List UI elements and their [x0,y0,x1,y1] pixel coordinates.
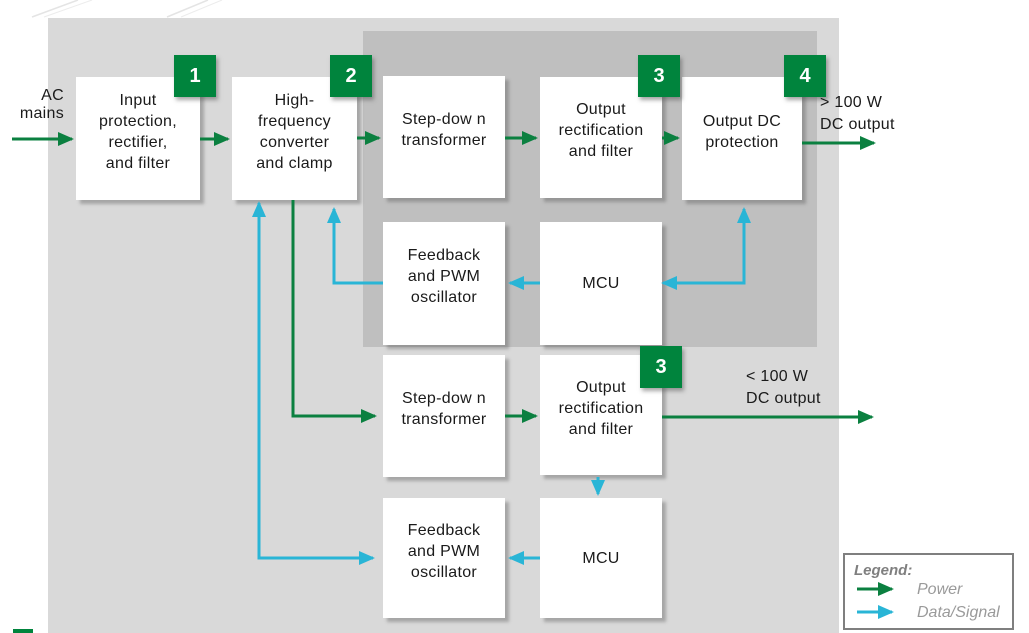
badge-2: 2 [330,55,372,97]
block-mcu-bottom: MCU [540,498,662,618]
block-output-rectification-top: Output rectification and filter [540,77,662,198]
legend-power-label: Power [917,581,963,598]
block-hf-converter-label: High- frequency converter and clamp [256,91,333,172]
block-mcu-top-label: MCU [582,275,620,292]
label-ac-mains: AC mains [19,87,64,122]
block-feedback-pwm-bottom-label: Feedback and PWM oscillator [407,521,481,581]
block-input-protection-label: Input protection, rectifier, and filter [98,91,177,172]
block-mcu-bottom-label: MCU [582,549,620,567]
legend-box: Legend: Power Data/Signal [843,553,1014,630]
block-output-rectification-top-label: Output rectification and filter [558,101,644,160]
block-input-protection: Input protection, rectifier, and filter [76,77,200,200]
block-feedback-pwm-bottom: Feedback and PWM oscillator [383,498,505,618]
badge-3-top: 3 [638,55,680,97]
badge-1: 1 [174,55,216,97]
footer-accent-bar [13,629,33,633]
block-output-dc-protection-label: Output DC protection [702,112,782,151]
block-stepdown-transformer-top-label: Step-dow n transformer [401,111,487,149]
label-high-power-output: > 100 W DC output [820,94,895,133]
badge-3-bottom: 3 [640,346,682,388]
block-stepdown-transformer-top: Step-dow n transformer [383,76,505,198]
decorative-lines [31,0,223,18]
label-low-power-output: < 100 W DC output [746,368,821,407]
legend-data-label: Data/Signal [917,604,1000,621]
block-output-rectification-bottom: Output rectification and filter [540,355,662,475]
block-hf-converter: High- frequency converter and clamp [232,77,357,200]
legend-title: Legend: [854,562,913,579]
block-stepdown-transformer-bottom: Step-dow n transformer [383,355,505,477]
block-output-dc-protection: Output DC protection [682,77,802,200]
badge-4: 4 [784,55,826,97]
block-stepdown-transformer-bottom-label: Step-dow n transformer [401,390,487,428]
block-feedback-pwm-top-label: Feedback and PWM oscillator [407,247,481,306]
block-feedback-pwm-top: Feedback and PWM oscillator [383,222,505,345]
block-output-rectification-bottom-label: Output rectification and filter [558,378,644,438]
block-mcu-top: MCU [540,222,662,345]
